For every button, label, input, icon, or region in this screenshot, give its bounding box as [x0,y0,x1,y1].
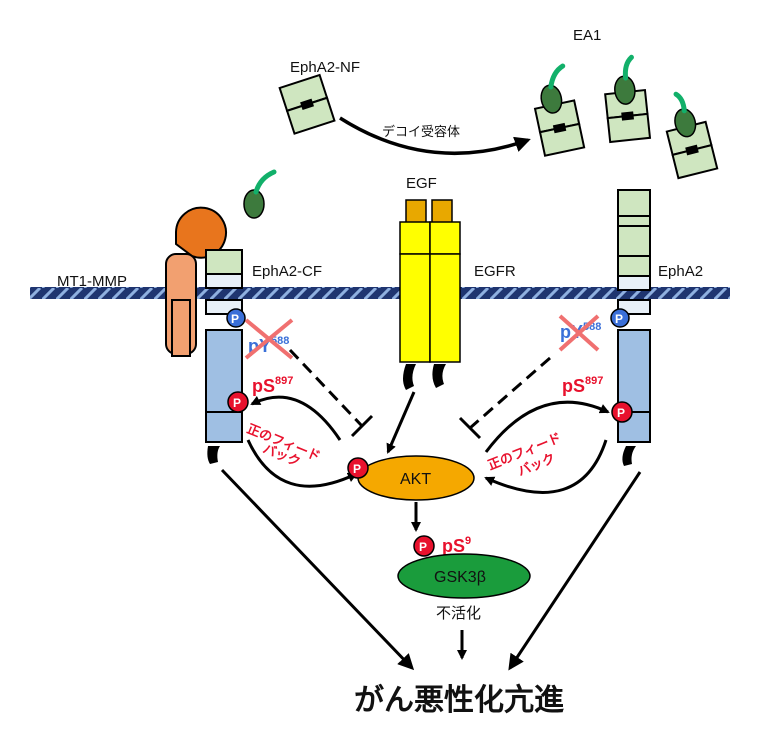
mt1-mmp-label: MT1-MMP [57,273,127,290]
svg-text:P: P [617,406,625,420]
left-pS897-phospho: P [227,391,249,413]
epha2-receptor [617,189,651,466]
cell-membrane [30,287,730,299]
decoy-receptor-label: デコイ受容体 [382,124,460,140]
gsk3b-label: GSK3β [434,569,486,586]
inactivation-label: 不活化 [436,604,481,622]
right-feedback-bottom-arrow [484,439,608,494]
left-dashed-inhibition [288,348,374,438]
right-pY588-cross [558,314,600,352]
decoy-arrow [339,116,531,156]
svg-text:P: P [419,540,427,554]
epha2-nf-label: EphA2-NF [290,59,360,76]
right-dashed-inhibition [458,356,551,440]
ea1-bound-receptor-3 [665,91,719,180]
left-pY588-cross [244,318,294,360]
epha2-cf-label: EphA2-CF [252,263,322,280]
egfr-label: EGFR [474,263,516,280]
right-to-outcome-arrow [508,471,642,671]
svg-text:P: P [231,312,239,326]
svg-text:P: P [615,312,623,326]
right-pS897-phospho: P [611,401,633,423]
akt-phospho: P [347,457,369,479]
ea1-label: EA1 [573,27,601,44]
mt1-mmp-protease [165,206,227,357]
egfr-receptor [399,221,461,390]
left-feedback-bottom-arrow [246,439,358,488]
cancer-progression-label: がん悪性化亢進 [354,683,564,718]
gsk3b-node [397,553,531,599]
egf-ligand [405,199,453,225]
right-feedback-top-arrow [484,400,610,453]
left-feedback-top-arrow [250,395,342,441]
right-pY588-phospho: P [610,308,630,328]
svg-text:P: P [233,396,241,410]
epha2-nf-receptor [278,73,336,135]
free-ea1-ligand [243,169,277,219]
svg-text:P: P [353,462,361,476]
left-pS897-label: pS897 [252,375,293,396]
gsk3b-phospho: P [413,535,435,557]
epha2-label: EphA2 [658,263,703,280]
akt-label: AKT [400,471,431,488]
egfr-to-akt-arrow [386,391,416,454]
egf-label: EGF [406,175,437,192]
ea1-bound-receptor-2 [604,54,652,144]
ea1-bound-receptor-1 [533,63,586,157]
right-pS897-label: pS897 [562,375,603,396]
left-pY588-phospho: P [226,308,246,328]
left-to-outcome-arrow [220,468,415,671]
epha2-cf-receptor [205,249,243,464]
gsk3b-pS9-label: pS9 [442,535,471,556]
